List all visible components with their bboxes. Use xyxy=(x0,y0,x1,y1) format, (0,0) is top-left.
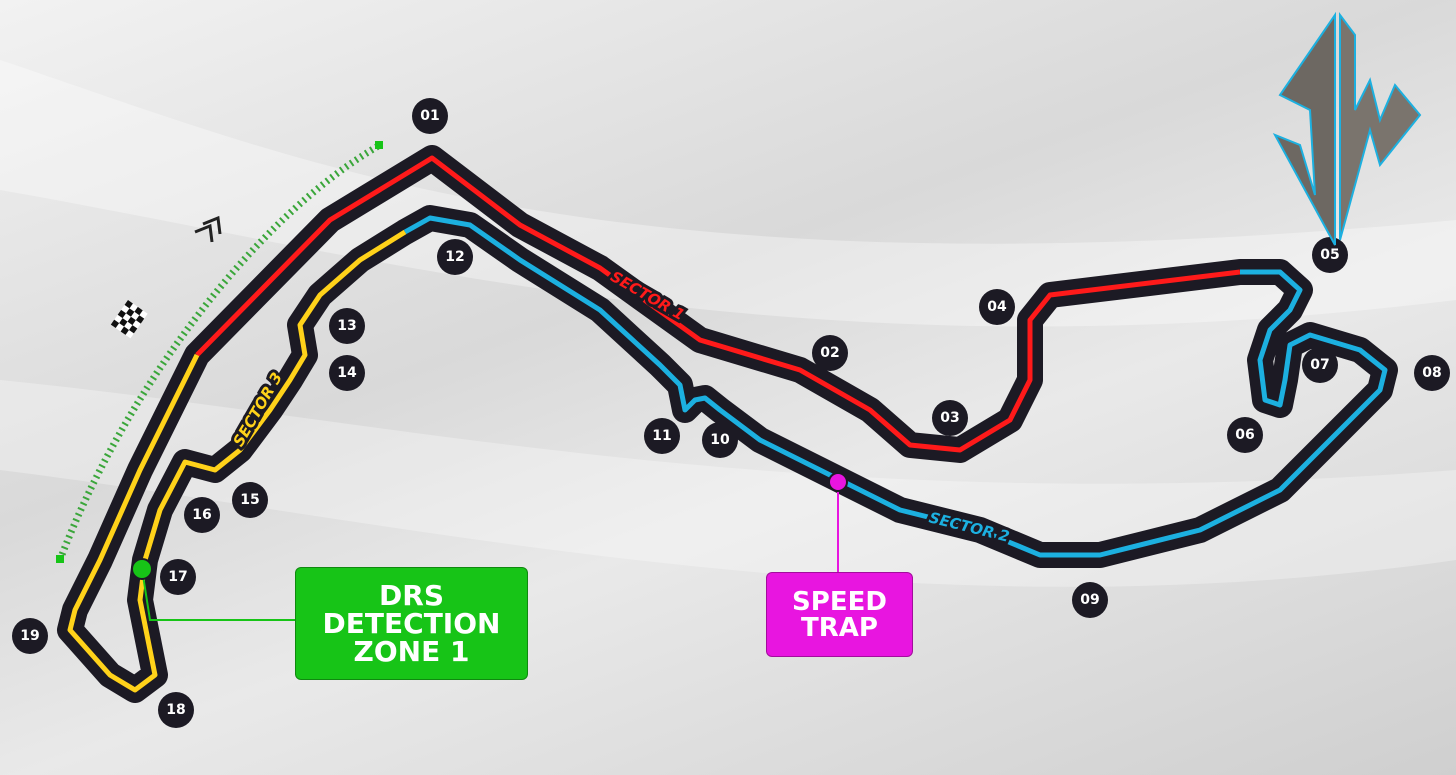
turn-circle xyxy=(329,355,365,391)
turn-06-marker: 06 xyxy=(1227,417,1263,453)
turn-circle xyxy=(437,239,473,275)
turn-number: 06 xyxy=(1235,427,1254,443)
turn-10-marker: 10 xyxy=(702,422,738,458)
turn-05-marker: 05 xyxy=(1312,237,1348,273)
turn-circle xyxy=(1414,355,1450,391)
sector-2-line xyxy=(403,215,1388,558)
turn-number: 17 xyxy=(168,569,187,585)
turn-circle xyxy=(160,559,196,595)
drs-detection-marker xyxy=(131,558,153,580)
direction-chevrons-icon xyxy=(194,215,222,243)
turn-16-marker: 16 xyxy=(184,497,220,533)
turn-circle xyxy=(932,400,968,436)
turn-circle xyxy=(158,692,194,728)
turn-01-marker: 01 xyxy=(412,98,448,134)
speed-trap-label: SPEED TRAP xyxy=(766,572,913,657)
turn-circle xyxy=(12,618,48,654)
turn-04-marker: 04 xyxy=(979,289,1015,325)
turn-circle xyxy=(812,335,848,371)
turn-number: 12 xyxy=(445,249,464,265)
turn-11-marker: 11 xyxy=(644,418,680,454)
pit-lane-marker xyxy=(56,141,382,562)
turn-number: 14 xyxy=(337,365,357,381)
turn-circle xyxy=(644,418,680,454)
turn-circle xyxy=(1312,237,1348,273)
turn-09-marker: 09 xyxy=(1072,582,1108,618)
turn-number: 02 xyxy=(820,345,839,361)
pit-entry-marker xyxy=(375,141,383,149)
turn-circle xyxy=(184,497,220,533)
drs-detection-zone-label: DRS DETECTION ZONE 1 xyxy=(295,567,528,680)
turn-number: 10 xyxy=(710,432,730,448)
turn-17-marker: 17 xyxy=(160,559,196,595)
turn-circle xyxy=(702,422,738,458)
turn-02-marker: 02 xyxy=(812,335,848,371)
turn-13-marker: 13 xyxy=(329,308,365,344)
turn-number: 18 xyxy=(166,702,185,718)
turn-12-marker: 12 xyxy=(437,239,473,275)
turn-15-marker: 15 xyxy=(232,482,268,518)
turn-number: 07 xyxy=(1310,357,1329,373)
drs-connector xyxy=(141,568,295,621)
turn-03-marker: 03 xyxy=(932,400,968,436)
turn-number: 11 xyxy=(652,428,671,444)
background-swoosh xyxy=(0,60,1456,327)
turn-number: 13 xyxy=(337,318,356,334)
turn-number: 03 xyxy=(940,410,959,426)
turn-14-marker: 14 xyxy=(329,355,365,391)
turn-18-marker: 18 xyxy=(158,692,194,728)
turn-circle xyxy=(232,482,268,518)
speed-trap-marker xyxy=(828,472,848,492)
turn-number: 16 xyxy=(192,507,211,523)
turn-number: 19 xyxy=(20,628,39,644)
turn-circle xyxy=(979,289,1015,325)
turn-number: 15 xyxy=(240,492,259,508)
pit-exit-marker xyxy=(56,555,64,563)
turn-number: 05 xyxy=(1320,247,1339,263)
turn-number: 04 xyxy=(987,299,1007,315)
sector-3-line xyxy=(67,229,407,693)
turn-number: 08 xyxy=(1422,365,1441,381)
logo xyxy=(1272,11,1422,246)
turn-19-marker: 19 xyxy=(12,618,48,654)
turn-circle xyxy=(1072,582,1108,618)
turn-circle xyxy=(412,98,448,134)
turn-number: 09 xyxy=(1080,592,1099,608)
turn-circle xyxy=(1302,347,1338,383)
turn-circle xyxy=(329,308,365,344)
turn-07-marker: 07 xyxy=(1302,347,1338,383)
background-swoosh xyxy=(0,380,1456,587)
turn-08-marker: 08 xyxy=(1414,355,1450,391)
sector-1-line xyxy=(195,155,1241,453)
checkered-flag-icon xyxy=(110,300,148,339)
turn-number: 01 xyxy=(420,108,439,124)
turn-circle xyxy=(1227,417,1263,453)
